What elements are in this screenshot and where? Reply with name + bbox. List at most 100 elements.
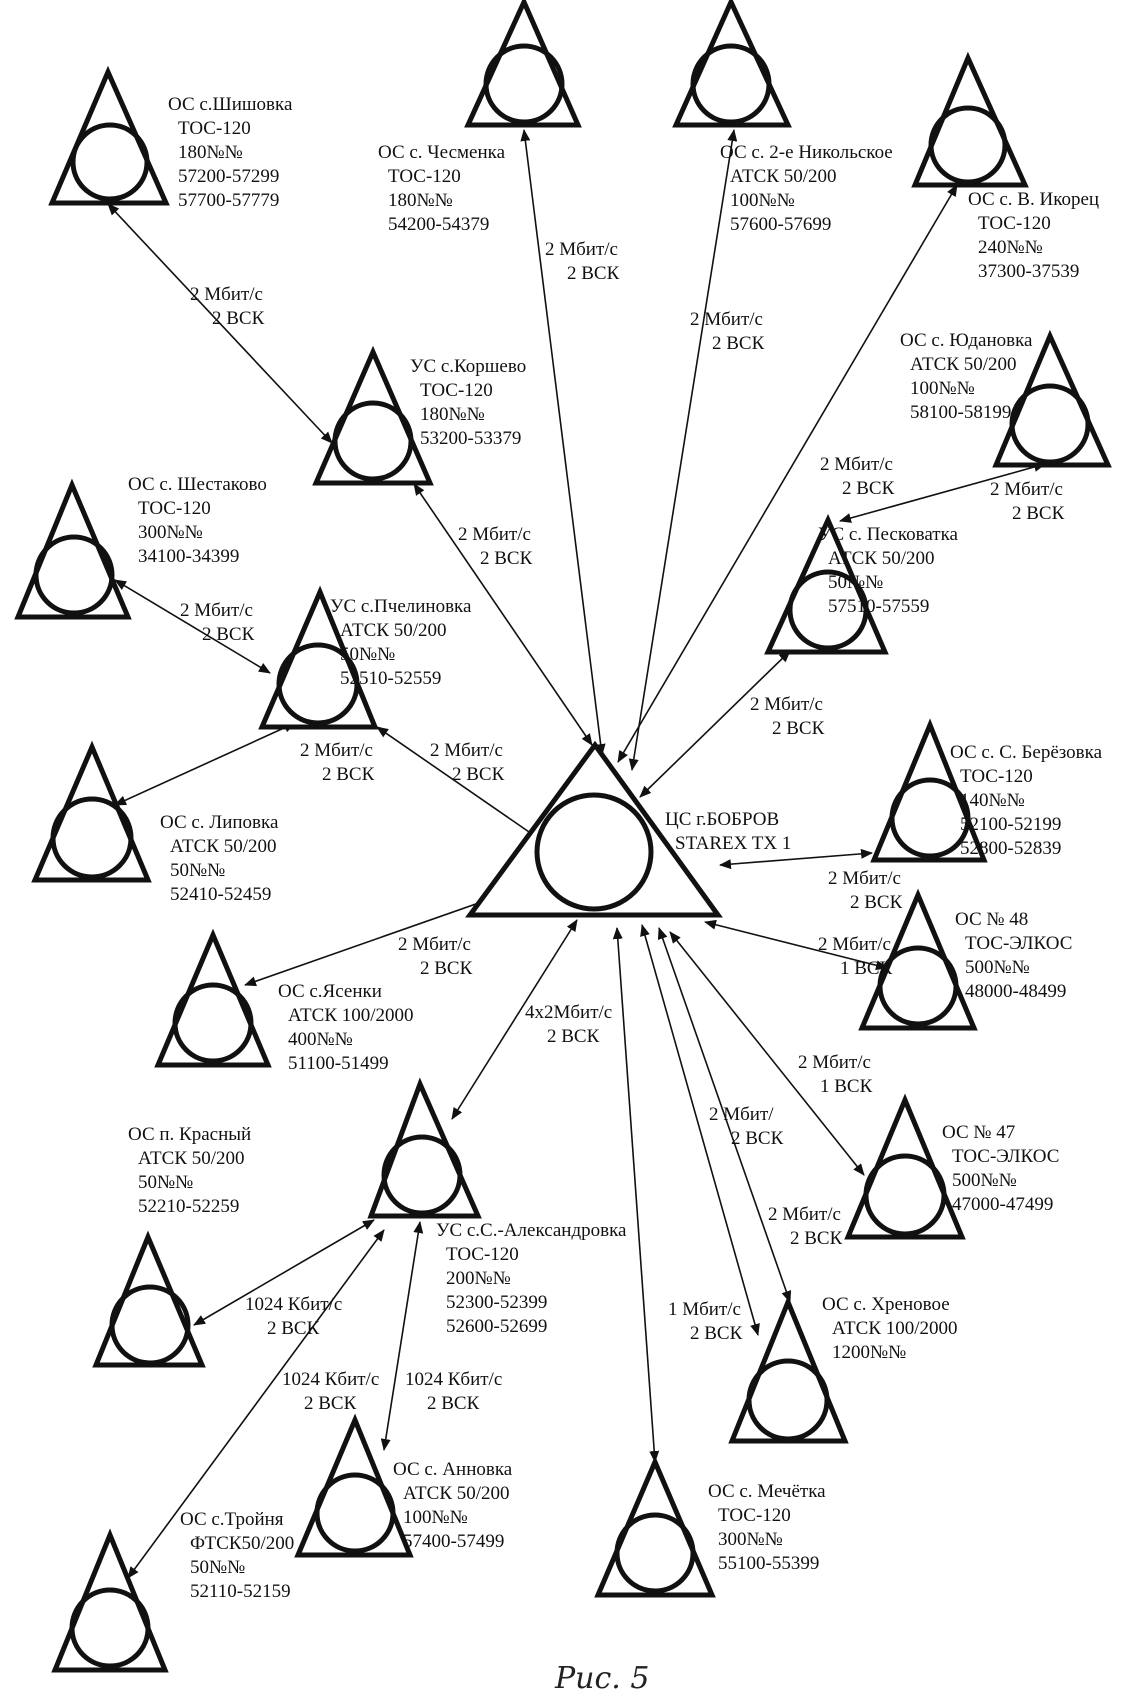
station-os48 <box>858 888 978 1031</box>
station-pchelinovka <box>258 585 379 730</box>
connection-peskovatka-center <box>639 650 791 798</box>
station-circle-icon <box>332 400 414 482</box>
station-peskovatka <box>764 513 889 655</box>
station-triangle-icon <box>464 0 582 128</box>
connection-shishovka-korshevo <box>107 203 333 444</box>
station-triangle-icon <box>672 0 792 128</box>
connection-nikolskoe-center <box>628 129 738 771</box>
station-circle-icon <box>690 43 772 125</box>
connection-shestakovo-pchelinovka <box>114 579 271 674</box>
station-triangle-icon <box>51 1528 169 1673</box>
station-yudanovka <box>992 329 1112 468</box>
station-khrenovoe <box>728 1295 849 1444</box>
station-circle-icon <box>863 1153 947 1237</box>
station-aleksandrovka <box>367 1077 482 1219</box>
connection-aleksandrovka-troyna <box>127 1229 385 1579</box>
station-circle-icon <box>483 43 565 125</box>
station-circle-icon <box>109 1284 191 1366</box>
connection-aleksandrovka-center <box>451 919 578 1120</box>
station-circle-icon <box>889 777 971 859</box>
station-lipovka <box>31 740 152 883</box>
station-circle-icon <box>614 1512 696 1594</box>
station-circle-icon <box>50 796 134 880</box>
station-circle-icon <box>877 945 959 1027</box>
station-circle-icon <box>314 1472 396 1554</box>
station-yasenki <box>154 928 272 1068</box>
stations <box>14 0 1112 1673</box>
connection-pchelinovka-lipovka <box>114 722 296 806</box>
station-circle-icon <box>33 534 115 616</box>
station-triangle-icon <box>14 478 132 620</box>
connection-label-khrenovoe-center: 2 Мбит/2 ВСК <box>709 1104 784 1149</box>
connection-ikorec-center <box>617 184 958 763</box>
station-triangle-icon <box>911 51 1029 188</box>
connections <box>107 129 1046 1579</box>
station-circle-icon <box>172 982 254 1064</box>
station-annovka <box>294 1413 414 1558</box>
station-krasny <box>92 1230 206 1368</box>
station-triangle-icon <box>728 1295 849 1444</box>
station-troyna <box>51 1528 169 1673</box>
connection-khrenovoe-center-2 <box>657 927 792 1303</box>
station-triangle-icon <box>294 1413 414 1558</box>
station-triangle-icon <box>465 740 723 918</box>
figure-caption: Рис. 5 <box>554 1661 649 1690</box>
station-circle-icon <box>746 1358 830 1442</box>
station-berezovka <box>870 718 988 863</box>
station-circle-icon <box>381 1134 463 1216</box>
station-circle-icon <box>928 105 1008 185</box>
connection-yudanovka-peskovatka <box>839 462 1046 523</box>
station-circle-icon <box>276 642 360 726</box>
station-circle-icon <box>70 122 150 202</box>
station-triangle-icon <box>31 740 152 883</box>
station-circle-icon <box>1009 383 1091 465</box>
station-chesmenka <box>464 0 582 128</box>
connection-berezovka-center <box>719 848 873 870</box>
station-ikorec <box>911 51 1029 188</box>
station-triangle-icon <box>154 928 272 1068</box>
connection-pchelinovka-center <box>376 726 546 844</box>
connection-korshevo-center <box>413 483 593 746</box>
station-os47 <box>844 1093 966 1240</box>
station-triangle-icon <box>844 1093 966 1240</box>
station-korshevo <box>312 345 434 486</box>
connection-mechetka-center <box>612 927 660 1463</box>
station-mechetka <box>594 1455 716 1598</box>
station-triangle-icon <box>594 1455 716 1598</box>
